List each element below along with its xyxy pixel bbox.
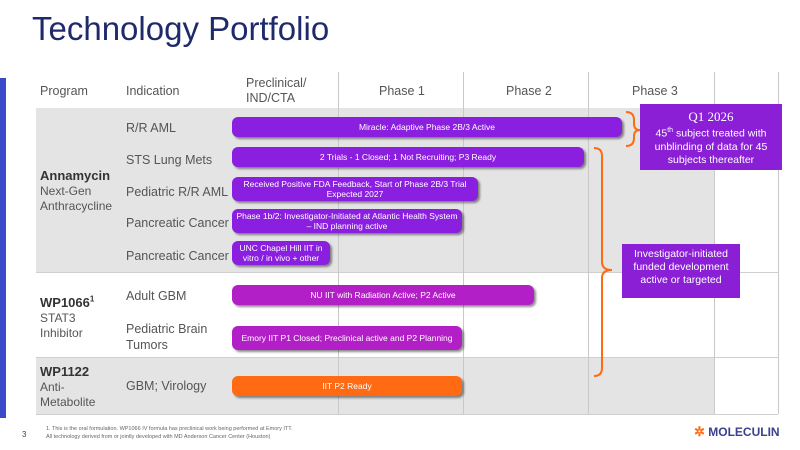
phase-divider [714,72,715,414]
callout-line1: subject treated with [673,127,767,140]
phase-divider [463,72,464,414]
callout-line3: subjects thereafter [667,153,755,166]
table-bottom-line [36,414,778,415]
progress-bar-gbm-virology[interactable]: IIT P2 Ready [232,376,462,396]
progress-bar-pediatric-rr-aml[interactable]: Received Positive FDA Feedback, Start of… [232,177,478,201]
callout-title: Q1 2026 [688,109,734,124]
iit-bracket [593,147,613,377]
phase-divider [588,72,589,414]
footnotes: 1. This is the oral formulation. WP1066 … [46,425,293,441]
header-program: Program [40,84,88,98]
indication-label: R/R AML [126,121,177,135]
program-wp1122: WP1122 Anti-Metabolite [40,364,110,410]
row-divider [36,357,778,358]
company-logo: ✲ MOLECULIN [694,424,780,440]
indication-label: STS Lung Mets [126,153,213,167]
header-phase2: Phase 2 [506,84,552,98]
program-name: WP1122 [40,364,90,379]
callout-investigator-initiated: Investigator-initiated funded developmen… [622,244,740,298]
phase-divider [338,72,339,414]
progress-bar-pancreatic-cancer[interactable]: Phase 1b/2: Investigator-Initiated at At… [232,209,462,233]
left-accent-bar [0,78,6,418]
logo-mark-icon: ✲ [694,424,705,439]
header-preclinical: Preclinical/ IND/CTA [246,76,307,105]
callout-q1-2026: Q1 2026 45th subject treated with unblin… [640,104,782,170]
program-annamycin: Annamycin Next-Gen Anthracycline [40,168,126,214]
footnote-line: All technology derived from or jointly d… [46,434,271,440]
program-subtitle: Next-Gen Anthracycline [40,184,113,213]
header-phase1: Phase 1 [379,84,425,98]
progress-bar-pancreatic-cancer-unc[interactable]: UNC Chapel Hill IIT in vitro / in vivo +… [232,241,330,265]
progress-bar-sts-lung-mets[interactable]: 2 Trials - 1 Closed; 1 Not Recruiting; P… [232,147,584,167]
logo-text: MOLECULIN [708,425,780,439]
callout-number: 45 [655,127,668,140]
header-phase3: Phase 3 [632,84,678,98]
indication-label: Pancreatic Cancer [126,249,229,263]
slide-title: Technology Portfolio [32,10,330,47]
program-name: Annamycin [40,168,111,183]
program-subtitle: Anti-Metabolite [40,380,96,409]
indication-label: Adult GBM [126,289,187,303]
progress-bar-adult-gbm[interactable]: NU IIT with Radiation Active; P2 Active [232,285,534,305]
row-divider [36,272,778,273]
callout-ordinal: th [667,127,674,134]
header-indication: Indication [126,84,180,98]
program-footnote-marker: 1 [89,295,95,304]
program-name: WP1066 [40,295,90,311]
program-subtitle: STAT3 Inhibitor [40,311,83,341]
progress-bar-pediatric-brain-tumors[interactable]: Emory IIT P1 Closed; Preclinical active … [232,326,462,350]
table-right-edge [778,72,779,414]
indication-label: Pancreatic Cancer [126,216,229,230]
progress-bar-rr-aml[interactable]: Miracle: Adaptive Phase 2B/3 Active [232,117,622,137]
callout-line2: unblinding of data for 45 [654,140,768,153]
page-number: 3 [22,430,27,439]
indication-label: Pediatric Brain Tumors [126,322,208,352]
q1-bracket [625,111,641,147]
footnote-line: 1. This is the oral formulation. WP1066 … [46,426,293,432]
program-wp1066: WP10661 STAT3 Inhibitor [40,292,120,341]
indication-label: Pediatric R/R AML [126,185,229,199]
indication-label: GBM; Virology [126,379,207,393]
